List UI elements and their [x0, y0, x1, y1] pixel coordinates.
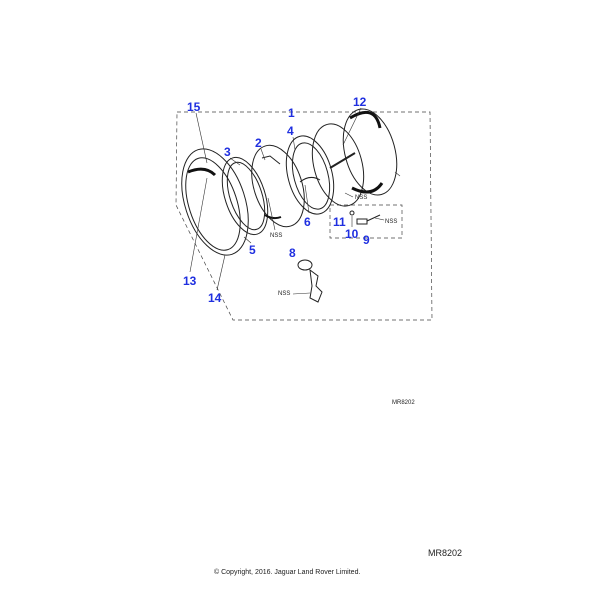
assembly-boundary [175, 111, 433, 321]
callout-2: 2 [255, 136, 262, 150]
callout-6: 6 [304, 215, 311, 229]
callout-1: 1 [288, 106, 295, 120]
nss-label: NSS [355, 195, 367, 201]
callout-8: 8 [289, 246, 296, 260]
part-mounting-bowl [342, 108, 401, 196]
nss-label: NSS [270, 233, 282, 239]
part-seating-ring [221, 156, 269, 236]
callout-10: 10 [345, 227, 359, 241]
callout-11: 11 [333, 215, 346, 229]
part-bulb-holder [297, 259, 323, 303]
part-adjuster-screw [349, 210, 381, 225]
callout-14: 14 [208, 291, 222, 305]
callout-3: 3 [224, 145, 231, 159]
nss-label: NSS [385, 219, 397, 225]
callout-9: 9 [363, 233, 370, 247]
figure-reference-large: MR8202 [428, 548, 463, 558]
leader-lines [189, 107, 385, 295]
part-headlamp-shell [311, 123, 365, 207]
part-light-unit [251, 144, 305, 228]
callout-5: 5 [249, 243, 256, 257]
figure-reference-small: MR8202 [392, 400, 415, 406]
nss-label: NSS [278, 291, 290, 297]
callout-13: 13 [183, 274, 197, 288]
callout-4: 4 [287, 124, 294, 138]
callout-12: 12 [353, 95, 367, 109]
part-outer-rim [181, 148, 249, 256]
callout-15: 15 [187, 100, 201, 114]
sub-assembly-boundary [329, 204, 403, 239]
copyright-notice: © Copyright, 2016. Jaguar Land Rover Lim… [214, 569, 361, 576]
part-rim [285, 135, 335, 215]
